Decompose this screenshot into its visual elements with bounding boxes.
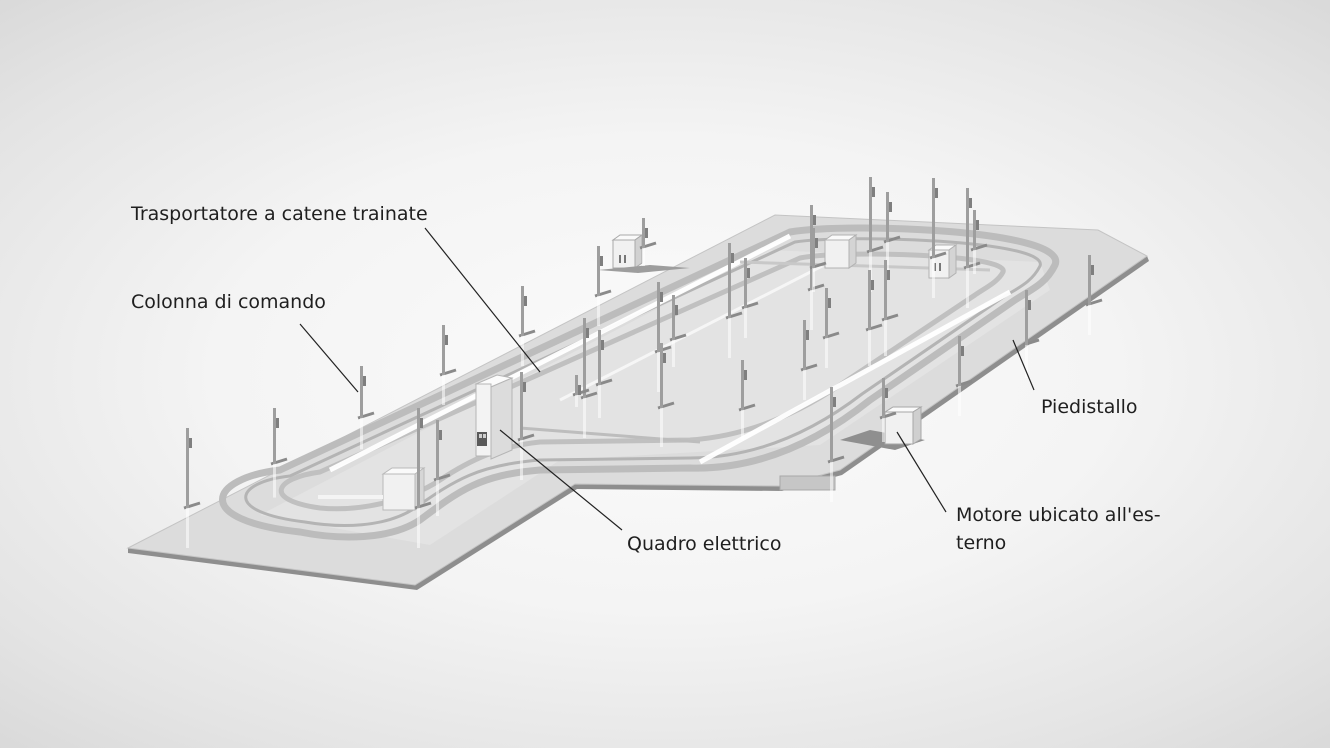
control-column-10 — [580, 318, 598, 438]
control-column-28 — [800, 320, 818, 400]
control-column-23 — [1022, 290, 1040, 378]
control-column-29 — [822, 288, 840, 368]
label-control-column: Colonna di comando — [131, 291, 326, 313]
control-column-15 — [741, 258, 759, 338]
control-column-14 — [725, 243, 743, 358]
control-column-19 — [883, 192, 901, 272]
leader-pedestal — [1012, 339, 1035, 391]
conveyor-track-inner — [278, 251, 1006, 512]
drive-box-back — [598, 234, 690, 273]
control-column-7 — [414, 408, 432, 548]
control-column-27 — [827, 387, 845, 502]
control-column-16 — [807, 205, 825, 330]
label-chain-conveyor: Trasportatore a catene trainate — [131, 203, 428, 225]
electrical-cabinet — [474, 374, 514, 460]
label-external-motor-line-1: Motore ubicato all'es- — [956, 504, 1161, 526]
control-column-24 — [1085, 255, 1103, 335]
control-column-32 — [639, 218, 657, 266]
control-columns — [183, 177, 1103, 548]
leader-control-cabinet — [499, 429, 623, 531]
leader-chain-conveyor — [424, 227, 541, 373]
label-control-cabinet: Quadro elettrico — [627, 533, 782, 555]
control-column-17 — [809, 228, 827, 292]
control-column-2 — [270, 408, 288, 498]
control-column-22 — [970, 210, 988, 274]
control-column-1 — [183, 428, 201, 548]
label-external-motor: Motore ubicato all'es- terno — [956, 501, 1161, 557]
light-strip-2 — [698, 289, 1012, 465]
cross-track-1 — [519, 426, 701, 444]
control-column-30 — [865, 270, 883, 366]
control-column-6 — [594, 246, 612, 326]
control-column-31 — [881, 260, 899, 356]
leader-external-motor — [896, 431, 947, 513]
control-column-3 — [357, 366, 375, 450]
control-column-25 — [955, 336, 973, 416]
control-column-33 — [738, 360, 756, 440]
control-column-13 — [669, 295, 687, 367]
control-column-4 — [439, 325, 457, 405]
label-external-motor-line-2: terno — [956, 532, 1007, 554]
control-column-11 — [595, 330, 613, 418]
callout-leader-lines — [299, 227, 1035, 531]
control-column-8 — [433, 420, 451, 516]
control-column-21 — [963, 188, 981, 308]
control-column-9 — [517, 372, 535, 480]
control-column-35 — [572, 375, 590, 407]
control-column-34 — [657, 343, 675, 447]
light-strip-1 — [328, 233, 792, 473]
drive-box-right — [927, 244, 958, 279]
light-strip-3 — [559, 260, 831, 402]
drive-box-mid — [823, 234, 858, 269]
leader-control-column — [299, 323, 359, 393]
control-column-20 — [929, 178, 947, 298]
conveyor-track-outer — [219, 224, 1059, 541]
control-column-26 — [879, 378, 897, 442]
label-pedestal: Piedistallo — [1041, 396, 1138, 418]
chain-conveyor-tracks — [219, 224, 1059, 541]
